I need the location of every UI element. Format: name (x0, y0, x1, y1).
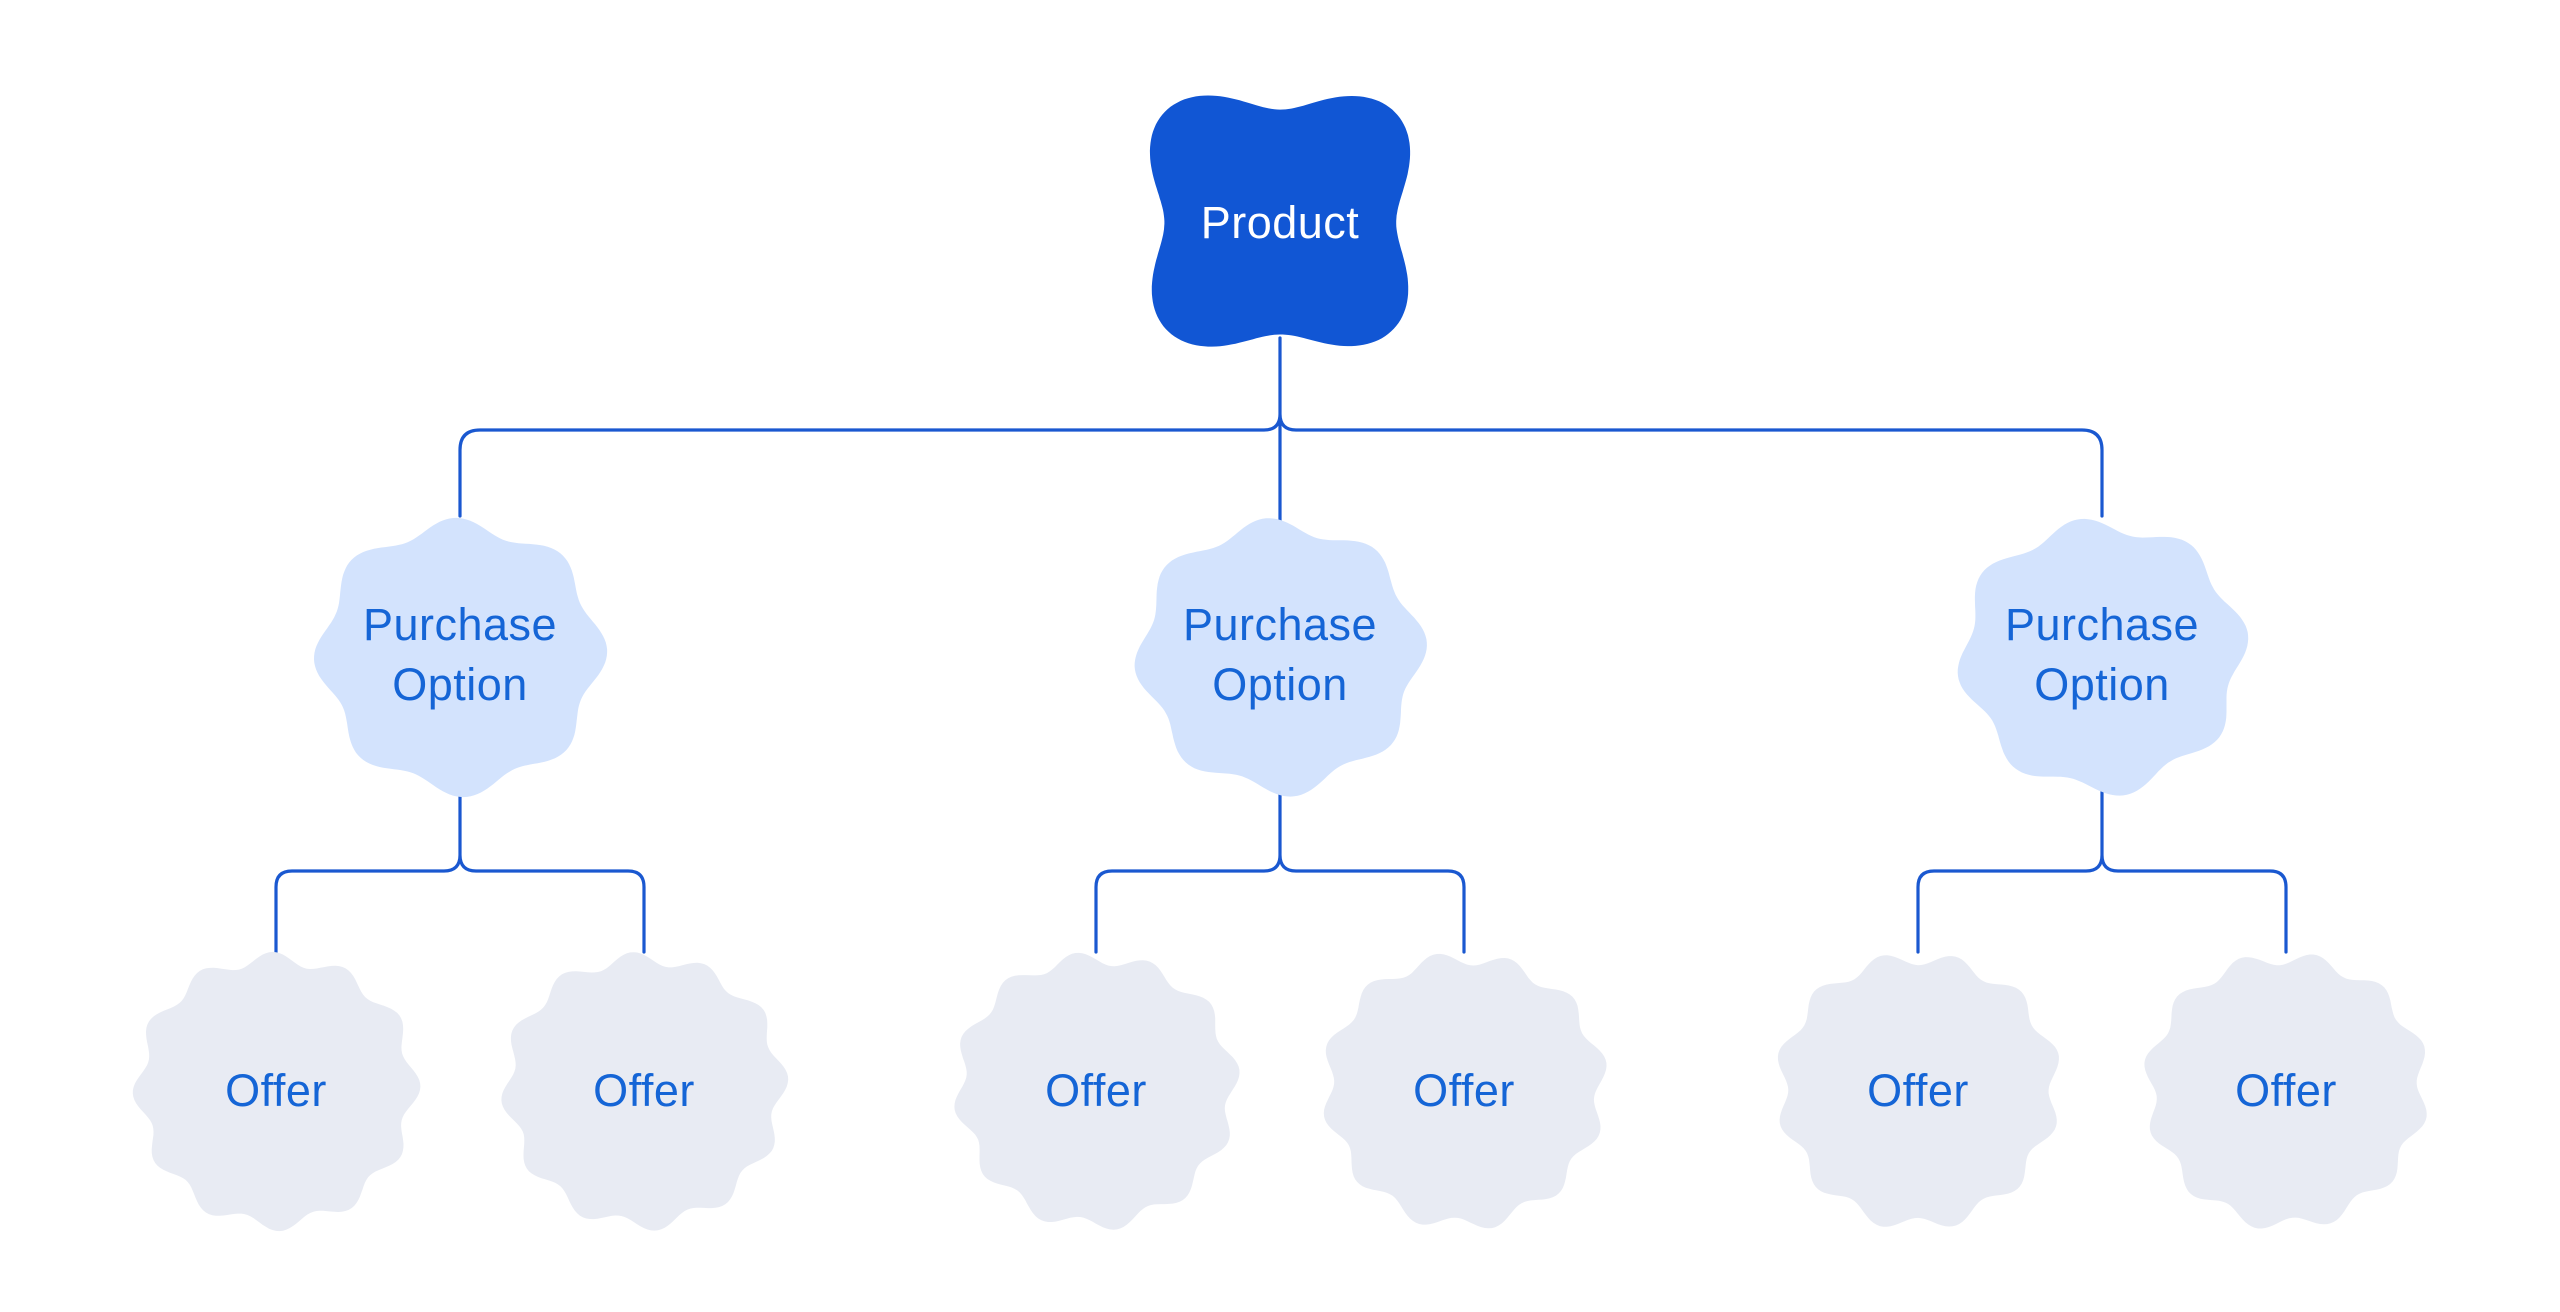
connector-purchase-option-3-to-offers (1916, 790, 2288, 954)
connector-product-to-purchase-options (458, 336, 2104, 522)
offer-label: Offer (2235, 1065, 2337, 1116)
product-blob-shape (1149, 95, 1411, 347)
purchase-option-blob-shape (1134, 518, 1427, 797)
offer-blob-shape (132, 951, 421, 1232)
offer-blob-shape (501, 952, 789, 1231)
purchase-option-label-line2: Option (1212, 659, 1348, 710)
node-product: Product (1149, 95, 1411, 347)
node-purchase-option-1: Purchase Option (314, 517, 608, 798)
offer-label: Offer (1867, 1065, 1969, 1116)
offer-blob-shape (1777, 955, 2059, 1227)
connector-purchase-option-2-to-offers (1094, 790, 1466, 954)
node-offer-1: Offer (132, 951, 421, 1232)
node-offer-2: Offer (501, 952, 789, 1231)
purchase-option-blob-shape (1957, 518, 2249, 796)
offer-label: Offer (1045, 1065, 1147, 1116)
purchase-option-blob-shape (314, 517, 608, 798)
node-offer-3: Offer (954, 952, 1240, 1230)
connector-purchase-option-1-to-offers (274, 790, 646, 954)
offer-label: Offer (1413, 1065, 1515, 1116)
node-offer-6: Offer (2144, 954, 2427, 1229)
purchase-option-label-line2: Option (2034, 659, 2170, 710)
node-offer-5: Offer (1777, 955, 2059, 1227)
offer-label: Offer (225, 1065, 327, 1116)
offer-blob-shape (1323, 953, 1607, 1229)
purchase-option-label-line2: Option (392, 659, 528, 710)
offer-blob-shape (2144, 954, 2427, 1229)
offer-blob-shape (954, 952, 1240, 1230)
node-purchase-option-3: Purchase Option (1957, 518, 2249, 796)
offer-label: Offer (593, 1065, 695, 1116)
node-purchase-option-2: Purchase Option (1134, 518, 1427, 797)
purchase-option-label-line1: Purchase (363, 599, 557, 650)
purchase-option-label-line1: Purchase (1183, 599, 1377, 650)
node-offer-4: Offer (1323, 953, 1607, 1229)
purchase-option-label-line1: Purchase (2005, 599, 2199, 650)
connectors (274, 336, 2288, 954)
product-label: Product (1201, 197, 1360, 248)
